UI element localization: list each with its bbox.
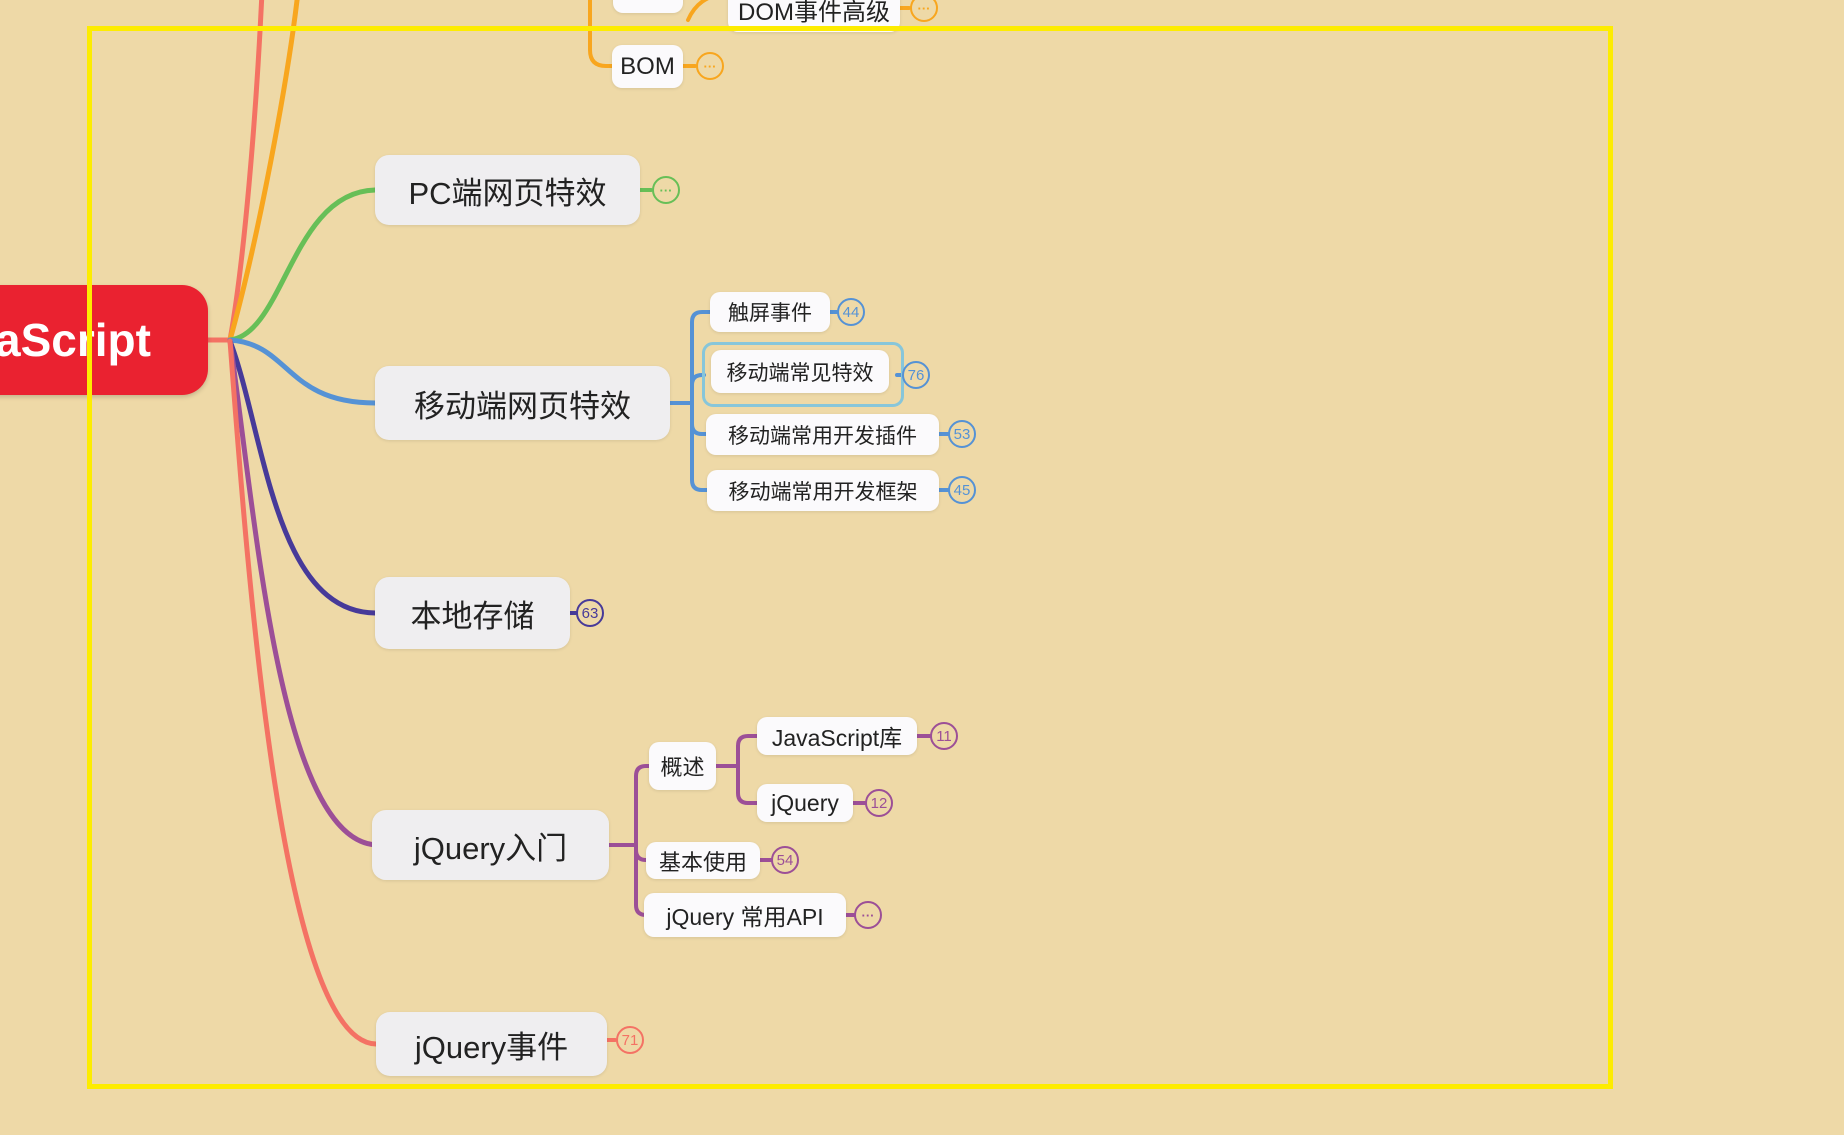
badge-dots: ··· [703, 58, 717, 74]
collapse-badge-bom[interactable]: ··· [696, 52, 724, 80]
count-badge-44[interactable]: 44 [837, 298, 865, 326]
count-badge-71[interactable]: 71 [616, 1026, 644, 1054]
collapse-badge-dom-advanced[interactable]: ··· [910, 0, 938, 22]
node-mobile-effects-label: 移动端网页特效 [414, 388, 631, 424]
node-overview[interactable]: 概述 [649, 742, 716, 790]
node-jquery[interactable]: jQuery [757, 784, 853, 822]
node-basic-usage-label: 基本使用 [658, 849, 747, 875]
purple-branch [227, 338, 381, 848]
bom-connector [588, 0, 614, 68]
badge-count: 12 [870, 794, 888, 812]
node-mobile-common-effects[interactable]: 移动端常见特效 [711, 350, 889, 393]
blue-branch [227, 337, 378, 406]
dom-advanced-connector [686, 0, 709, 22]
node-pc-effects[interactable]: PC端网页特效 [375, 155, 640, 225]
count-badge-63[interactable]: 63 [576, 599, 604, 627]
green-branch [227, 187, 378, 343]
root-node-label: aScript [0, 314, 151, 366]
node-mobile-common-effects-label: 移动端常见特效 [726, 361, 874, 385]
node-jquery-intro-label: jQuery入门 [413, 830, 568, 866]
count-badge-45[interactable]: 45 [948, 476, 976, 504]
badge-count: 54 [776, 851, 794, 869]
badge-dots: ··· [861, 907, 875, 923]
node-touch-events-label: 触屏事件 [728, 302, 812, 325]
node-jquery-label: jQuery [771, 789, 839, 816]
root-node-javascript[interactable]: aScript [0, 285, 208, 395]
node-mobile-dev-plugins[interactable]: 移动端常用开发插件 [706, 414, 939, 455]
node-basic-usage[interactable]: 基本使用 [646, 842, 760, 879]
badge-count: 71 [621, 1031, 639, 1049]
node-jquery-common-api[interactable]: jQuery 常用API [644, 893, 846, 937]
node-pc-effects-label: PC端网页特效 [408, 175, 607, 211]
count-badge-12[interactable]: 12 [865, 789, 893, 817]
node-local-storage[interactable]: 本地存储 [375, 577, 570, 649]
touch-event-connector [690, 310, 712, 405]
node-mobile-dev-frameworks-label: 移动端常用开发框架 [728, 480, 918, 504]
badge-count: 76 [907, 366, 925, 384]
node-bom-label: BOM [620, 52, 675, 80]
count-badge-54[interactable]: 54 [771, 846, 799, 874]
count-badge-11[interactable]: 11 [930, 722, 958, 750]
node-dom-advanced[interactable]: DOM事件高级 [728, 0, 900, 32]
node-jquery-intro[interactable]: jQuery入门 [372, 810, 609, 880]
collapse-badge-pc-effects[interactable]: ··· [652, 176, 680, 204]
badge-count: 11 [936, 727, 952, 745]
jquery-node-connector [736, 764, 759, 805]
js-lib-connector [736, 734, 759, 768]
node-local-storage-label: 本地存储 [410, 598, 535, 634]
plugin-connector [690, 401, 708, 436]
node-jquery-events[interactable]: jQuery事件 [376, 1012, 607, 1076]
node-javascript-lib-label: JavaScript库 [771, 725, 903, 751]
overview-connector [634, 764, 651, 847]
badge-count: 53 [953, 425, 971, 443]
node-mobile-dev-frameworks[interactable]: 移动端常用开发框架 [707, 470, 939, 511]
node-mobile-dev-plugins-label: 移动端常用开发插件 [728, 424, 917, 448]
badge-dots: ··· [917, 0, 931, 16]
node-overview-label: 概述 [660, 755, 705, 780]
common-effect-connector [690, 373, 706, 405]
framework-connector [690, 401, 709, 492]
count-badge-53[interactable]: 53 [948, 420, 976, 448]
badge-count: 44 [842, 303, 860, 321]
node-jquery-events-label: jQuery事件 [414, 1029, 569, 1065]
count-badge-76[interactable]: 76 [902, 361, 930, 389]
node-jquery-common-api-label: jQuery 常用API [666, 904, 824, 930]
cutoff-node-top[interactable] [613, 0, 683, 13]
badge-count: 45 [953, 481, 971, 499]
node-touch-events[interactable]: 触屏事件 [710, 292, 830, 332]
indigo-branch [227, 338, 378, 616]
node-javascript-lib[interactable]: JavaScript库 [757, 717, 917, 755]
node-bom[interactable]: BOM [612, 45, 683, 88]
salmon-branch-down [227, 338, 379, 1047]
badge-count: 63 [581, 604, 599, 622]
node-dom-advanced-label: DOM事件高级 [738, 0, 890, 26]
badge-dots: ··· [659, 182, 673, 198]
salmon-branch-up [227, 0, 265, 343]
node-mobile-effects[interactable]: 移动端网页特效 [375, 366, 670, 440]
collapse-badge-api[interactable]: ··· [854, 901, 882, 929]
